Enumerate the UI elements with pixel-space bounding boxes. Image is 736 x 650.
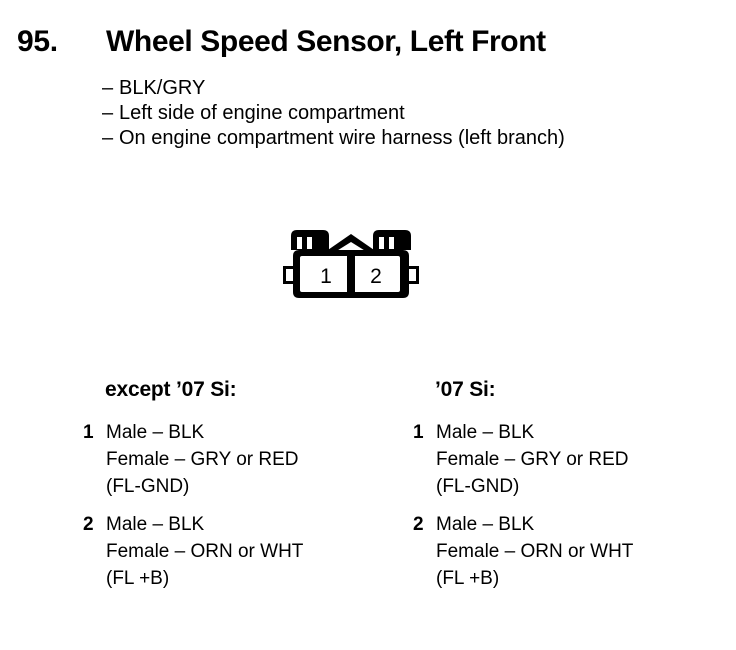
pin-number: 2 [83, 514, 94, 535]
entry-number: 95. [17, 25, 58, 58]
pin-number: 2 [413, 514, 424, 535]
pin-line: Male – BLK [436, 514, 535, 535]
pin-line: (FL-GND) [436, 476, 520, 497]
detail-list: – BLK/GRY – Left side of engine compartm… [102, 76, 565, 151]
detail-item-label: Left side of engine compartment [119, 102, 405, 124]
pin-column-07-si: ’07 Si: 1 Male – BLK Female – GRY or RED… [413, 378, 633, 603]
page-title: 95. Wheel Speed Sensor, Left Front [17, 25, 546, 59]
pin-line: Female – GRY or RED [106, 449, 299, 470]
column-header: except ’07 Si: [105, 378, 237, 401]
cavity-label-1: 1 [320, 265, 332, 288]
pin-line: (FL +B) [436, 568, 500, 589]
dash-bullet-icon: – [102, 102, 114, 124]
pin-line: Female – GRY or RED [436, 449, 629, 470]
pin-number: 1 [413, 422, 424, 443]
dash-bullet-icon: – [102, 77, 114, 99]
pin-line: Male – BLK [436, 422, 535, 443]
pin-number: 1 [83, 422, 94, 443]
detail-item: – BLK/GRY [102, 76, 565, 101]
cavity-label-2: 2 [370, 265, 382, 288]
entry-title: Wheel Speed Sensor, Left Front [106, 25, 546, 58]
pin-description: Male – BLK Female – ORN or WHT (FL +B) [106, 511, 303, 592]
detail-item: – Left side of engine compartment [102, 101, 565, 126]
pin-line: Female – ORN or WHT [106, 541, 304, 562]
detail-item: – On engine compartment wire harness (le… [102, 126, 565, 151]
detail-item-label: BLK/GRY [119, 77, 206, 99]
pin-row: 2 Male – BLK Female – ORN or WHT (FL +B) [83, 511, 303, 592]
pin-description: Male – BLK Female – GRY or RED (FL-GND) [106, 419, 299, 500]
pin-line: Male – BLK [106, 514, 205, 535]
pin-line: (FL +B) [106, 568, 170, 589]
pin-description: Male – BLK Female – ORN or WHT (FL +B) [436, 511, 633, 592]
pin-line: Male – BLK [106, 422, 205, 443]
pin-row: 2 Male – BLK Female – ORN or WHT (FL +B) [413, 511, 633, 592]
pin-description: Male – BLK Female – GRY or RED (FL-GND) [436, 419, 629, 500]
connector-outline-icon [283, 230, 419, 298]
pin-line: (FL-GND) [106, 476, 190, 497]
dash-bullet-icon: – [102, 127, 114, 149]
connector-diagram: 1 2 [281, 228, 421, 304]
pin-line: Female – ORN or WHT [436, 541, 634, 562]
pin-column-except-07-si: except ’07 Si: 1 Male – BLK Female – GRY… [83, 378, 303, 603]
column-header: ’07 Si: [435, 378, 496, 401]
detail-item-label: On engine compartment wire harness (left… [119, 127, 565, 149]
pin-row: 1 Male – BLK Female – GRY or RED (FL-GND… [83, 419, 303, 500]
pin-row: 1 Male – BLK Female – GRY or RED (FL-GND… [413, 419, 633, 500]
